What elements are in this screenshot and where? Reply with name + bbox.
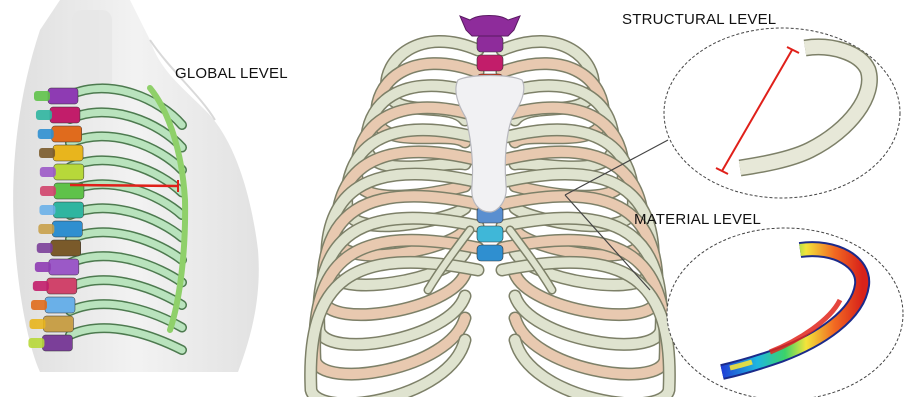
structural-level-label: STRUCTURAL LEVEL (622, 11, 776, 28)
rib-cage-front-icon (311, 16, 670, 398)
global-model-icon (13, 0, 259, 372)
global-measure-line (70, 185, 178, 186)
material-ellipse (667, 228, 903, 397)
global-level-label: GLOBAL LEVEL (175, 65, 288, 82)
structural-inset (664, 28, 900, 198)
material-level-label: MATERIAL LEVEL (634, 211, 761, 228)
material-inset (667, 228, 903, 397)
